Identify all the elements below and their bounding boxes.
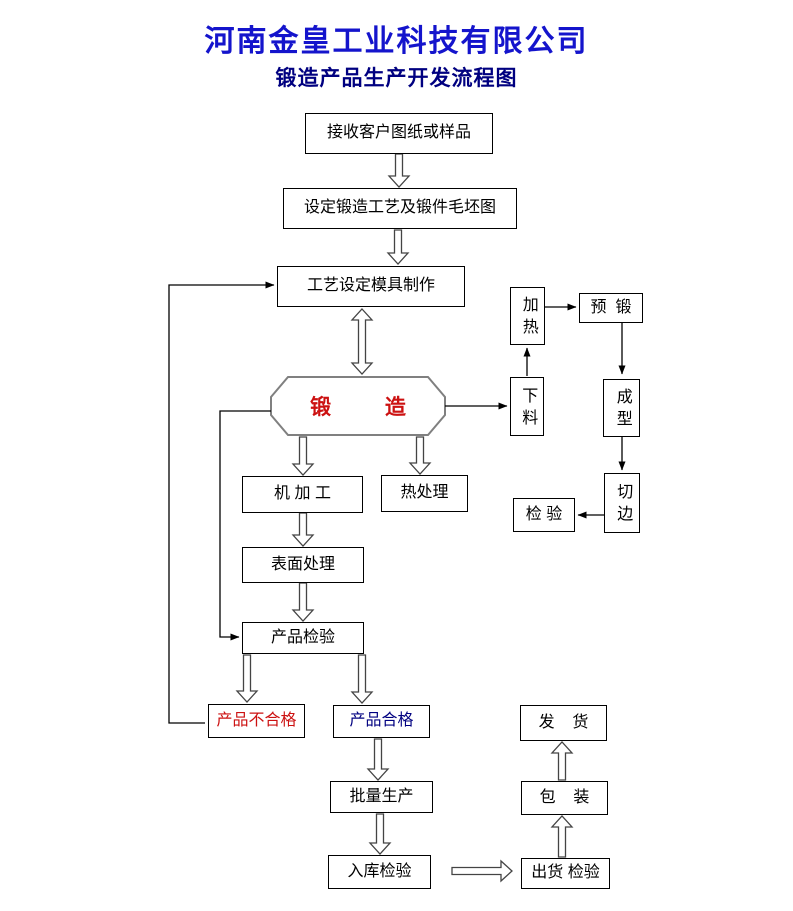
- node-heat-treatment: 热处理: [381, 475, 468, 512]
- node-packaging: 包 装: [521, 781, 608, 815]
- forging-octagon: [270, 376, 446, 436]
- diagram-subtitle: 锻造产品生产开发流程图: [275, 67, 518, 90]
- block-arrow-double: [350, 308, 374, 375]
- node-trimming: 切边: [604, 473, 640, 533]
- node-warehouse-inspection: 入库检验: [328, 855, 431, 889]
- block-arrow-down-1: [387, 153, 411, 188]
- block-arrow-down-7: [235, 654, 259, 703]
- node-mass-production: 批量生产: [330, 781, 433, 813]
- link-forging-to-product-inspection: [219, 410, 271, 641]
- block-arrow-up-2: [550, 741, 574, 781]
- block-arrow-down-10: [368, 813, 392, 855]
- block-arrow-down-5: [291, 512, 315, 547]
- node-machining: 机 加 工: [242, 476, 363, 513]
- block-arrow-up-1: [550, 815, 574, 858]
- company-title: 河南金皇工业科技有限公司: [204, 25, 589, 58]
- node-surface-treatment: 表面处理: [242, 547, 364, 583]
- block-arrow-down-9: [366, 738, 390, 781]
- node-receive-drawings: 接收客户图纸或样品: [305, 113, 493, 154]
- node-blanking: 下料: [510, 377, 544, 436]
- node-product-inspection: 产品检验: [242, 622, 364, 654]
- block-arrow-down-8: [350, 654, 374, 704]
- node-outgoing-inspection: 出货 检验: [521, 858, 610, 889]
- block-arrow-down-6: [291, 582, 315, 622]
- block-arrow-right-1: [451, 859, 513, 883]
- node-forging: 锻 造: [310, 396, 406, 419]
- node-heating: 加热: [510, 287, 545, 345]
- node-forming: 成型: [603, 379, 640, 437]
- block-arrow-down-2: [386, 229, 410, 265]
- node-shipping: 发 货: [520, 705, 607, 741]
- node-inspection: 检 验: [513, 498, 575, 532]
- block-arrow-down-4: [408, 436, 432, 475]
- feedback-unqualified-to-moldmaking: [168, 281, 275, 724]
- node-qualified: 产品合格: [333, 705, 430, 738]
- node-pre-forging: 预 锻: [579, 293, 643, 323]
- node-unqualified: 产品不合格: [208, 704, 305, 738]
- node-mold-making: 工艺设定模具制作: [277, 266, 465, 307]
- node-set-process: 设定锻造工艺及锻件毛坯图: [283, 188, 517, 229]
- block-arrow-down-3: [291, 436, 315, 476]
